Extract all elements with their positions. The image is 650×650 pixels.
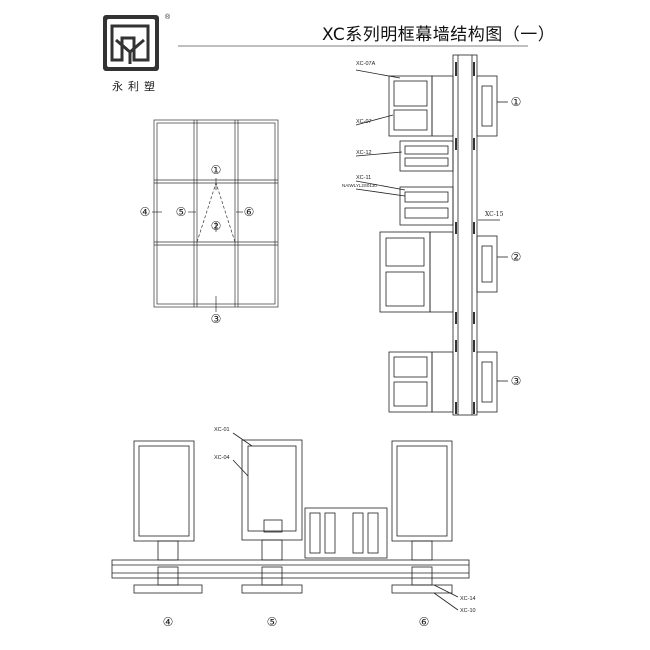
label-xc01: XC-01 bbox=[214, 427, 230, 433]
label-xc15: XC-15 bbox=[485, 211, 504, 218]
mark-6-section: ⑥ bbox=[419, 615, 430, 629]
elevation-marks: ① ② ③ ④ ⑤ ⑥ bbox=[140, 163, 255, 326]
label-xc04: XC-04 bbox=[214, 455, 230, 461]
registered-mark: ® bbox=[165, 13, 171, 21]
mark-3-elev: ③ bbox=[211, 312, 222, 326]
elevation-grid bbox=[152, 119, 279, 312]
label-xc14: XC-14 bbox=[460, 596, 476, 602]
mark-4-elev: ④ bbox=[140, 205, 151, 219]
mark-5-elev: ⑤ bbox=[176, 205, 187, 219]
horizontal-section-labels: XC-01 XC-04 XC-14 XC-10 ④ ⑤ ⑥ bbox=[163, 427, 476, 629]
label-xc07a: XC-07A bbox=[356, 61, 376, 67]
mark-5-section: ⑤ bbox=[267, 615, 278, 629]
vertical-section bbox=[355, 54, 508, 416]
mark-3-section: ③ bbox=[511, 374, 522, 388]
mark-1-elev: ① bbox=[211, 163, 222, 177]
label-xc07: XC-07 bbox=[356, 119, 372, 125]
mark-4-section: ④ bbox=[163, 615, 174, 629]
label-xc11: XC-11 bbox=[356, 175, 371, 181]
mark-2-elev: ② bbox=[211, 219, 222, 233]
label-xc12: XC-12 bbox=[356, 150, 372, 156]
vertical-section-labels: XC-07A XC-07 XC-12 XC-11 NAIWLYL2S0130 X… bbox=[342, 61, 521, 388]
brand-logo: ® bbox=[103, 13, 171, 71]
horizontal-sections bbox=[111, 432, 470, 611]
label-xc11-note: NAIWLYL2S0130 bbox=[342, 183, 377, 188]
page-title: XC系列明框幕墙结构图（一） bbox=[322, 25, 556, 45]
brand-name: 永利塑 bbox=[112, 80, 160, 93]
mark-6-elev: ⑥ bbox=[244, 205, 255, 219]
mark-1-section: ① bbox=[511, 95, 522, 109]
label-xc10: XC-10 bbox=[460, 608, 476, 614]
mark-2-section: ② bbox=[511, 250, 522, 264]
